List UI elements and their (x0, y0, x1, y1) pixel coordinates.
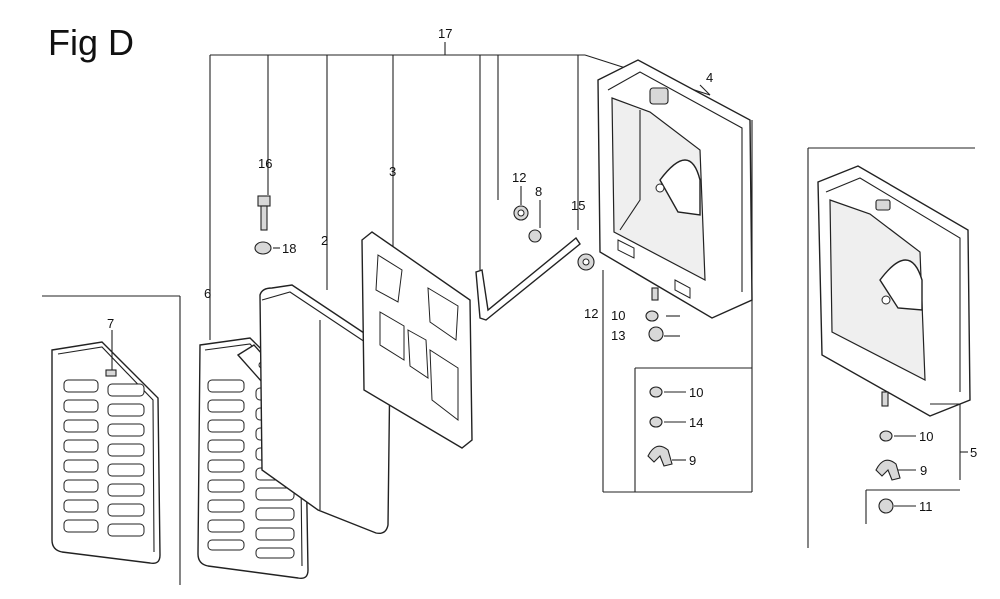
part-3-gasket (361, 231, 473, 449)
callout-6: 6 (204, 286, 211, 301)
part-10-washer-a (645, 310, 659, 322)
callout-15: 15 (571, 198, 585, 213)
part-9-clip-a (647, 445, 673, 467)
part-15-breather-tube (475, 236, 581, 321)
part-8-washer (528, 229, 542, 243)
callout-8: 8 (535, 184, 542, 199)
callout-10-a: 10 (611, 308, 625, 323)
callout-14: 14 (689, 415, 703, 430)
part-11-nut (878, 498, 894, 514)
callout-12-lower: 12 (584, 306, 598, 321)
part-16-bolt (257, 195, 271, 231)
callout-4: 4 (706, 70, 713, 85)
callout-12-upper: 12 (512, 170, 526, 185)
callout-13: 13 (611, 328, 625, 343)
callout-10-b: 10 (689, 385, 703, 400)
part-4-air-cleaner-case (597, 59, 753, 319)
kit-box-4 (602, 120, 753, 493)
callout-3: 3 (389, 164, 396, 179)
part-10-washer-c (879, 430, 893, 442)
part-12-nut-lower (577, 253, 595, 271)
part-12-nut-upper (513, 205, 529, 221)
part-10-washer-b (649, 386, 663, 398)
figure-title: Fig D (48, 22, 135, 63)
part-5-air-cleaner-case (817, 165, 971, 417)
callout-9-a: 9 (689, 453, 696, 468)
bracket-17 (209, 42, 711, 340)
part-5-alt-case-frame (807, 147, 975, 548)
callout-11: 11 (919, 499, 933, 514)
grille-7-slots (63, 379, 145, 537)
callout-16: 16 (258, 156, 272, 171)
part-13-nut (648, 326, 664, 342)
callout-5: 5 (970, 445, 977, 460)
callout-9-b: 9 (920, 463, 927, 478)
kit-box-5 (865, 403, 968, 524)
callout-10-c: 10 (919, 429, 933, 444)
callout-2: 2 (321, 233, 328, 248)
callout-17: 17 (438, 26, 452, 41)
callout-18: 18 (282, 241, 296, 256)
leader-lines (273, 186, 916, 507)
part-7-grille-cover (42, 295, 181, 585)
part-18-nut (254, 241, 272, 255)
callout-7: 7 (107, 316, 114, 331)
part-9-clip-b (875, 459, 901, 481)
part-14-washer (649, 416, 663, 428)
